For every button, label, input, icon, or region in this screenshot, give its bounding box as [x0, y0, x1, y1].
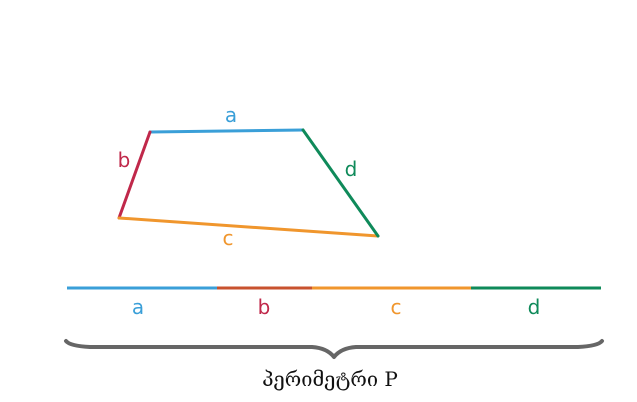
- side-b-label: b: [118, 148, 131, 172]
- side-c-label: c: [223, 226, 234, 250]
- side-d: [301, 128, 380, 238]
- side-b: [117, 130, 152, 220]
- perimeter-caption: პერიმეტრი P: [262, 367, 398, 391]
- segment-a-label: a: [132, 295, 144, 319]
- segment-b-label: b: [258, 295, 271, 319]
- segment-c-label: c: [391, 295, 402, 319]
- segment-d-label: d: [528, 295, 541, 319]
- side-c: [117, 216, 380, 238]
- side-d-label: d: [345, 157, 358, 181]
- curly-brace: [64, 339, 604, 359]
- side-a: [148, 128, 305, 134]
- side-a-label: a: [225, 103, 237, 127]
